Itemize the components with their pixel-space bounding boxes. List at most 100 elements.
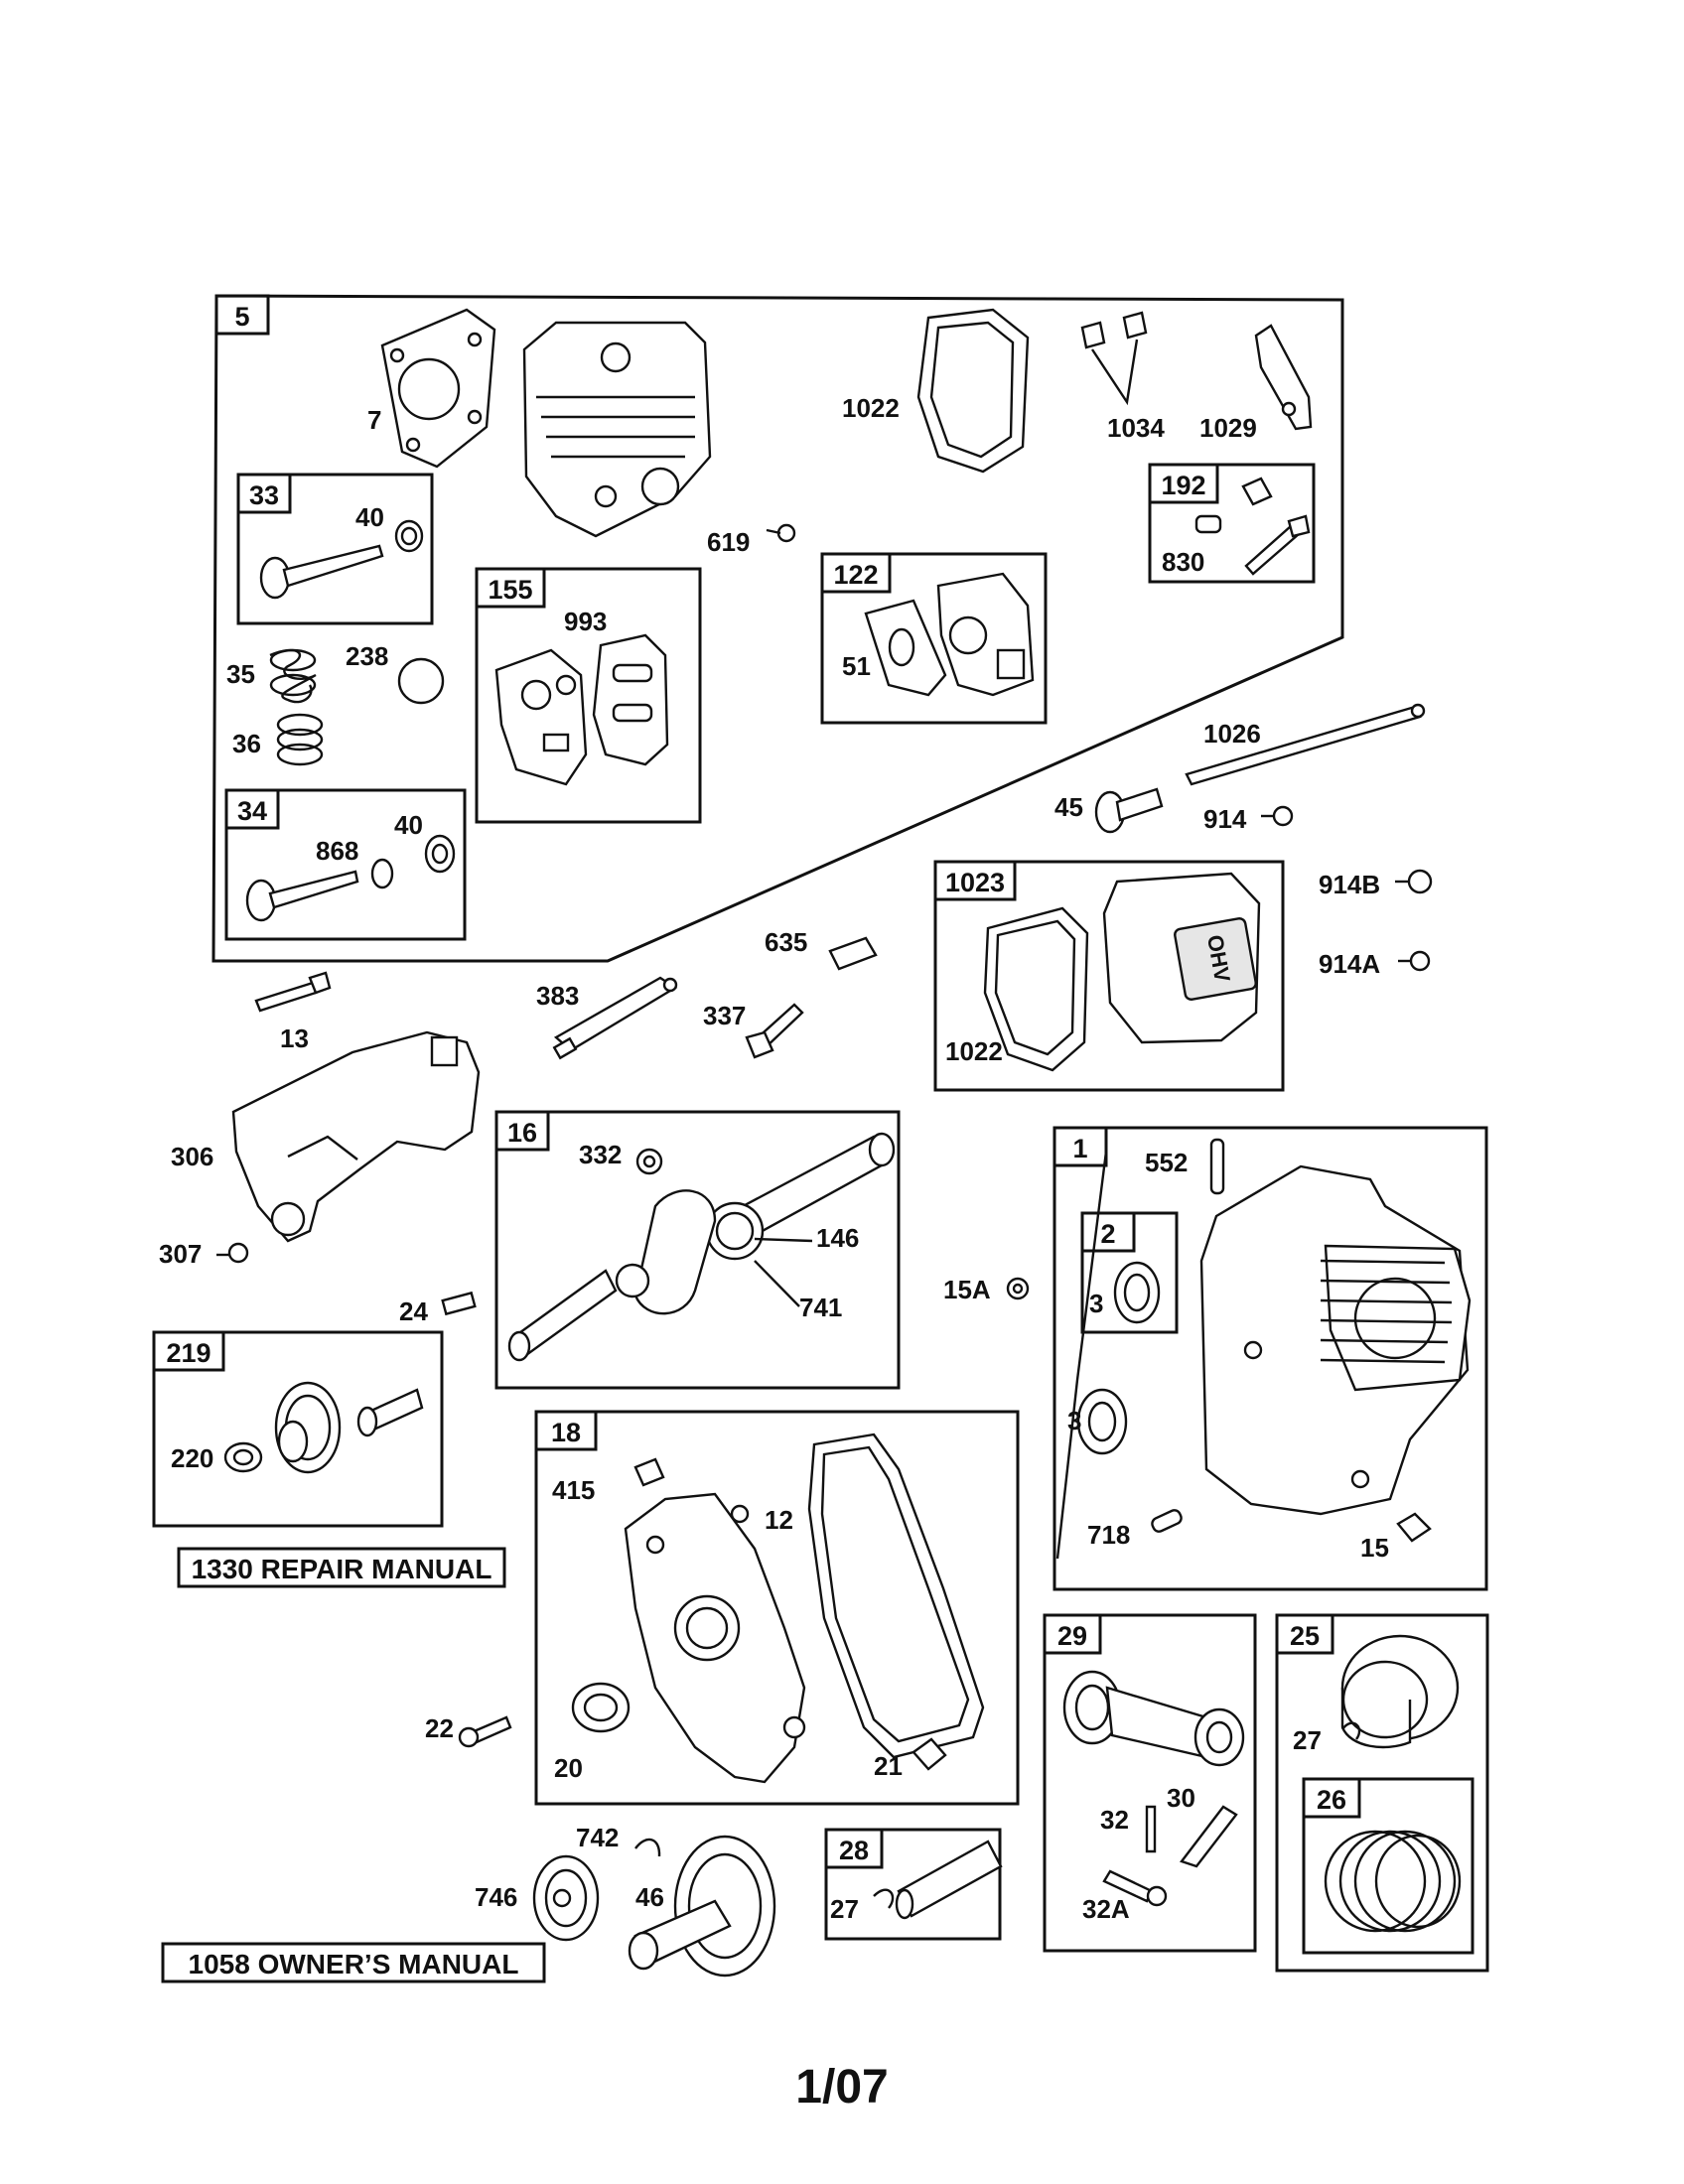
rocker-arm-1029	[1254, 324, 1313, 431]
label-415: 415	[552, 1475, 595, 1505]
repair-manual-label: 1330 REPAIR MANUAL	[192, 1554, 492, 1584]
kit-122-box	[820, 552, 1048, 725]
valve-spring-35	[269, 648, 317, 704]
head-gasket-7	[380, 308, 496, 469]
kit-2-label: 2	[1100, 1219, 1115, 1249]
breather-155	[494, 633, 669, 786]
connecting-rod-29	[1062, 1670, 1245, 1767]
label-332: 332	[579, 1140, 622, 1169]
kit-1-divider	[1055, 1151, 1108, 1560]
kit-28-box	[824, 1828, 1002, 1941]
leader-741	[754, 1260, 800, 1307]
kit-5-outline	[211, 294, 1344, 963]
valve-spring-36	[276, 713, 324, 766]
kit-16-box	[494, 1110, 901, 1390]
label-914: 914	[1203, 804, 1247, 834]
kit-192-tag	[1148, 463, 1219, 504]
nuts-1034	[1080, 311, 1148, 406]
label-830: 830	[1162, 547, 1204, 577]
screw-307	[216, 1242, 249, 1264]
label-1029: 1029	[1199, 413, 1257, 443]
owner-manual-label: 1058 OWNER’S MANUAL	[189, 1949, 519, 1979]
kit-25-box	[1275, 1613, 1489, 1973]
screw-914a	[1398, 950, 1431, 972]
label-15A: 15A	[943, 1275, 991, 1304]
piston-rings-26	[1324, 1830, 1462, 1933]
kit-5-label: 5	[234, 302, 249, 332]
label-3-lower: 3	[1067, 1406, 1081, 1435]
label-552: 552	[1145, 1148, 1188, 1177]
kit-18-tag	[534, 1410, 598, 1451]
plug-238	[397, 657, 445, 705]
label-51: 51	[842, 651, 871, 681]
kit-1023-label: 1023	[945, 868, 1005, 897]
label-1022-cover: 1022	[945, 1036, 1003, 1066]
kit-219-tag	[152, 1330, 225, 1372]
label-741: 741	[799, 1293, 842, 1322]
kit-122-tag	[820, 552, 892, 594]
rocker-stud-192	[1194, 477, 1311, 576]
kit-192-box	[1148, 463, 1316, 584]
kit-28-label: 28	[839, 1836, 869, 1865]
dipstick-plug-415	[633, 1457, 665, 1487]
intake-manifold-122	[864, 572, 1035, 697]
plug-15	[1396, 1512, 1432, 1543]
label-32A: 32A	[1082, 1894, 1130, 1924]
rod-bolt-32a	[1102, 1869, 1168, 1907]
label-45: 45	[1054, 792, 1083, 822]
kit-122-label: 122	[833, 560, 878, 590]
kit-155-label: 155	[488, 575, 532, 605]
label-46: 46	[635, 1882, 664, 1912]
kit-25-label: 25	[1290, 1621, 1320, 1651]
label-146: 146	[816, 1223, 859, 1253]
kit-18-label: 18	[551, 1418, 581, 1447]
pin-552	[1209, 1138, 1225, 1195]
boot-635	[828, 936, 878, 971]
kit-1023-box	[933, 860, 1285, 1092]
clip-27	[1341, 1721, 1361, 1740]
kit-25-tag	[1275, 1613, 1334, 1655]
kit-29-box	[1043, 1613, 1257, 1953]
push-rod-1026	[1185, 703, 1426, 786]
intake-valve-34	[245, 834, 456, 922]
label-24: 24	[399, 1297, 428, 1326]
bolt-13	[254, 971, 332, 1013]
kit-5-tag	[214, 294, 270, 336]
label-7: 7	[367, 405, 381, 435]
kit-26-box	[1302, 1777, 1474, 1955]
label-27-pin: 27	[830, 1894, 859, 1924]
part-383	[552, 976, 678, 1060]
page-footer: 1/07	[795, 2061, 889, 2114]
sump-gasket-12	[807, 1433, 985, 1759]
kit-1-tag	[1052, 1126, 1108, 1167]
tappet-45	[1094, 787, 1164, 834]
kit-34-box	[224, 788, 467, 941]
label-40-lower: 40	[394, 810, 423, 840]
kit-16-tag	[494, 1110, 550, 1152]
label-914B: 914B	[1319, 870, 1380, 899]
label-30: 30	[1167, 1783, 1195, 1813]
seal-20	[571, 1682, 631, 1733]
label-619: 619	[707, 527, 750, 557]
kit-219-box	[152, 1330, 444, 1528]
label-20: 20	[554, 1753, 583, 1783]
kit-33-tag	[236, 473, 292, 514]
kit-26-tag	[1302, 1777, 1361, 1819]
label-12: 12	[765, 1505, 793, 1535]
label-40-upper: 40	[355, 502, 384, 532]
screw-914b	[1395, 869, 1433, 894]
kit-33-box	[236, 473, 434, 625]
exhaust-valve-33	[259, 519, 424, 600]
kit-28-tag	[824, 1828, 884, 1869]
kit-155-tag	[475, 567, 546, 609]
nut-332	[635, 1148, 663, 1175]
bolt-619	[766, 523, 796, 543]
kit-29-label: 29	[1057, 1621, 1087, 1651]
kit-1-label: 1	[1072, 1134, 1087, 1163]
label-307: 307	[159, 1239, 202, 1269]
label-1034: 1034	[1107, 413, 1165, 443]
drain-plug-21	[912, 1737, 947, 1771]
rod-bolt-32	[1145, 1805, 1157, 1853]
shroud-306	[231, 1030, 481, 1243]
